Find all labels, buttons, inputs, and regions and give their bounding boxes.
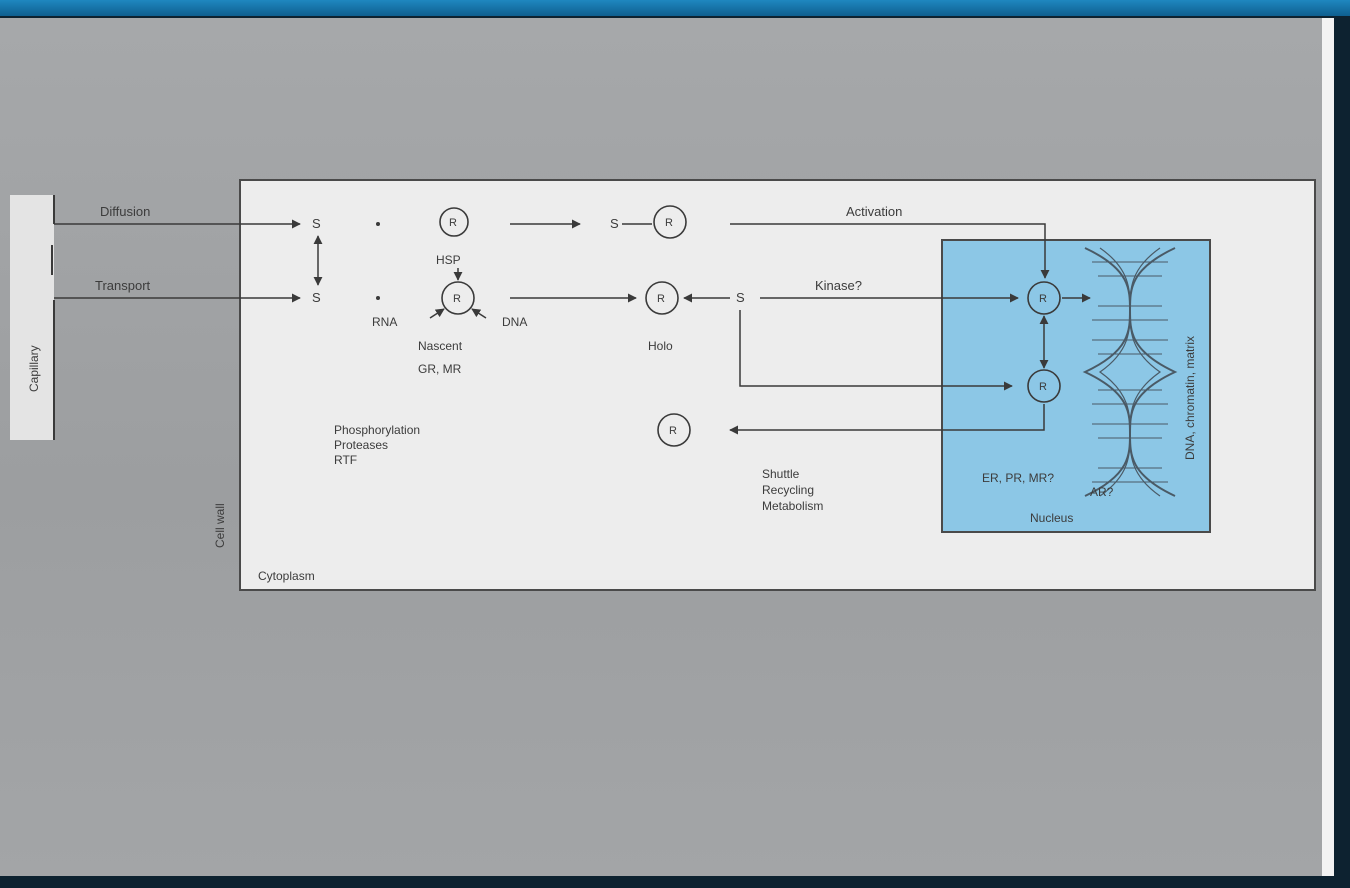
capillary-label: Capillary [27,345,41,392]
dna-helix-icon [1082,247,1178,497]
receptor-bound [653,205,687,239]
receptor-nuclear-top-letter: R [1039,293,1047,305]
activation-arrow [730,223,1050,279]
receptor-nuclear-bottom-letter: R [1039,381,1047,393]
shuttle-item-3: Metabolism [762,499,823,513]
receptor-recycled [657,413,691,447]
cell-wall-label: Cell wall [213,503,227,548]
rna-label: RNA [372,315,397,329]
receptor-free [439,207,469,237]
title-band [0,0,1350,16]
receptor-holo-letter: R [657,293,665,305]
receptor-nuclear-bottom [1027,369,1061,403]
steroid-holo: S [736,290,745,305]
nuclear-receptors-line-2: AR? [1090,485,1114,499]
gr-mr-label: GR, MR [418,362,462,376]
shuttle-item-2: Recycling [762,483,814,497]
phospho-item-3: RTF [334,453,357,467]
phospho-item-2: Proteases [334,438,388,452]
kinase-label: Kinase? [815,278,862,293]
activation-label: Activation [846,204,902,219]
nucleus-box [941,239,1211,533]
dna-matrix-label: DNA, chromatin, matrix [1183,336,1197,460]
transport-label: Transport [95,278,151,293]
hsp-label: HSP [436,253,461,267]
nuclear-receptors-line-1: ER, PR, MR? [982,471,1054,485]
receptor-nascent-letter: R [453,293,461,305]
nucleus-label: Nucleus [1030,511,1073,525]
steroid-top: S [312,216,321,231]
receptor-nuclear-top [1027,281,1061,315]
receptor-holo [645,281,679,315]
steroid-complex: S [610,216,619,231]
steroid-bottom: S [312,290,321,305]
receptor-recycled-letter: R [669,425,677,437]
recycle-arrow [729,404,1045,435]
holo-label: Holo [648,339,673,353]
cytoplasm-label: Cytoplasm [258,569,315,583]
receptor-nascent [441,281,475,315]
diffusion-label: Diffusion [100,204,150,219]
nascent-label: Nascent [418,339,463,353]
receptor-free-letter: R [449,217,457,229]
capillary-box [10,195,54,440]
phospho-item-1: Phosphorylation [334,423,420,437]
receptor-bound-letter: R [665,217,673,229]
dna-label: DNA [502,315,527,329]
steroid-entry-arrow [739,310,1013,391]
shuttle-item-1: Shuttle [762,467,800,481]
